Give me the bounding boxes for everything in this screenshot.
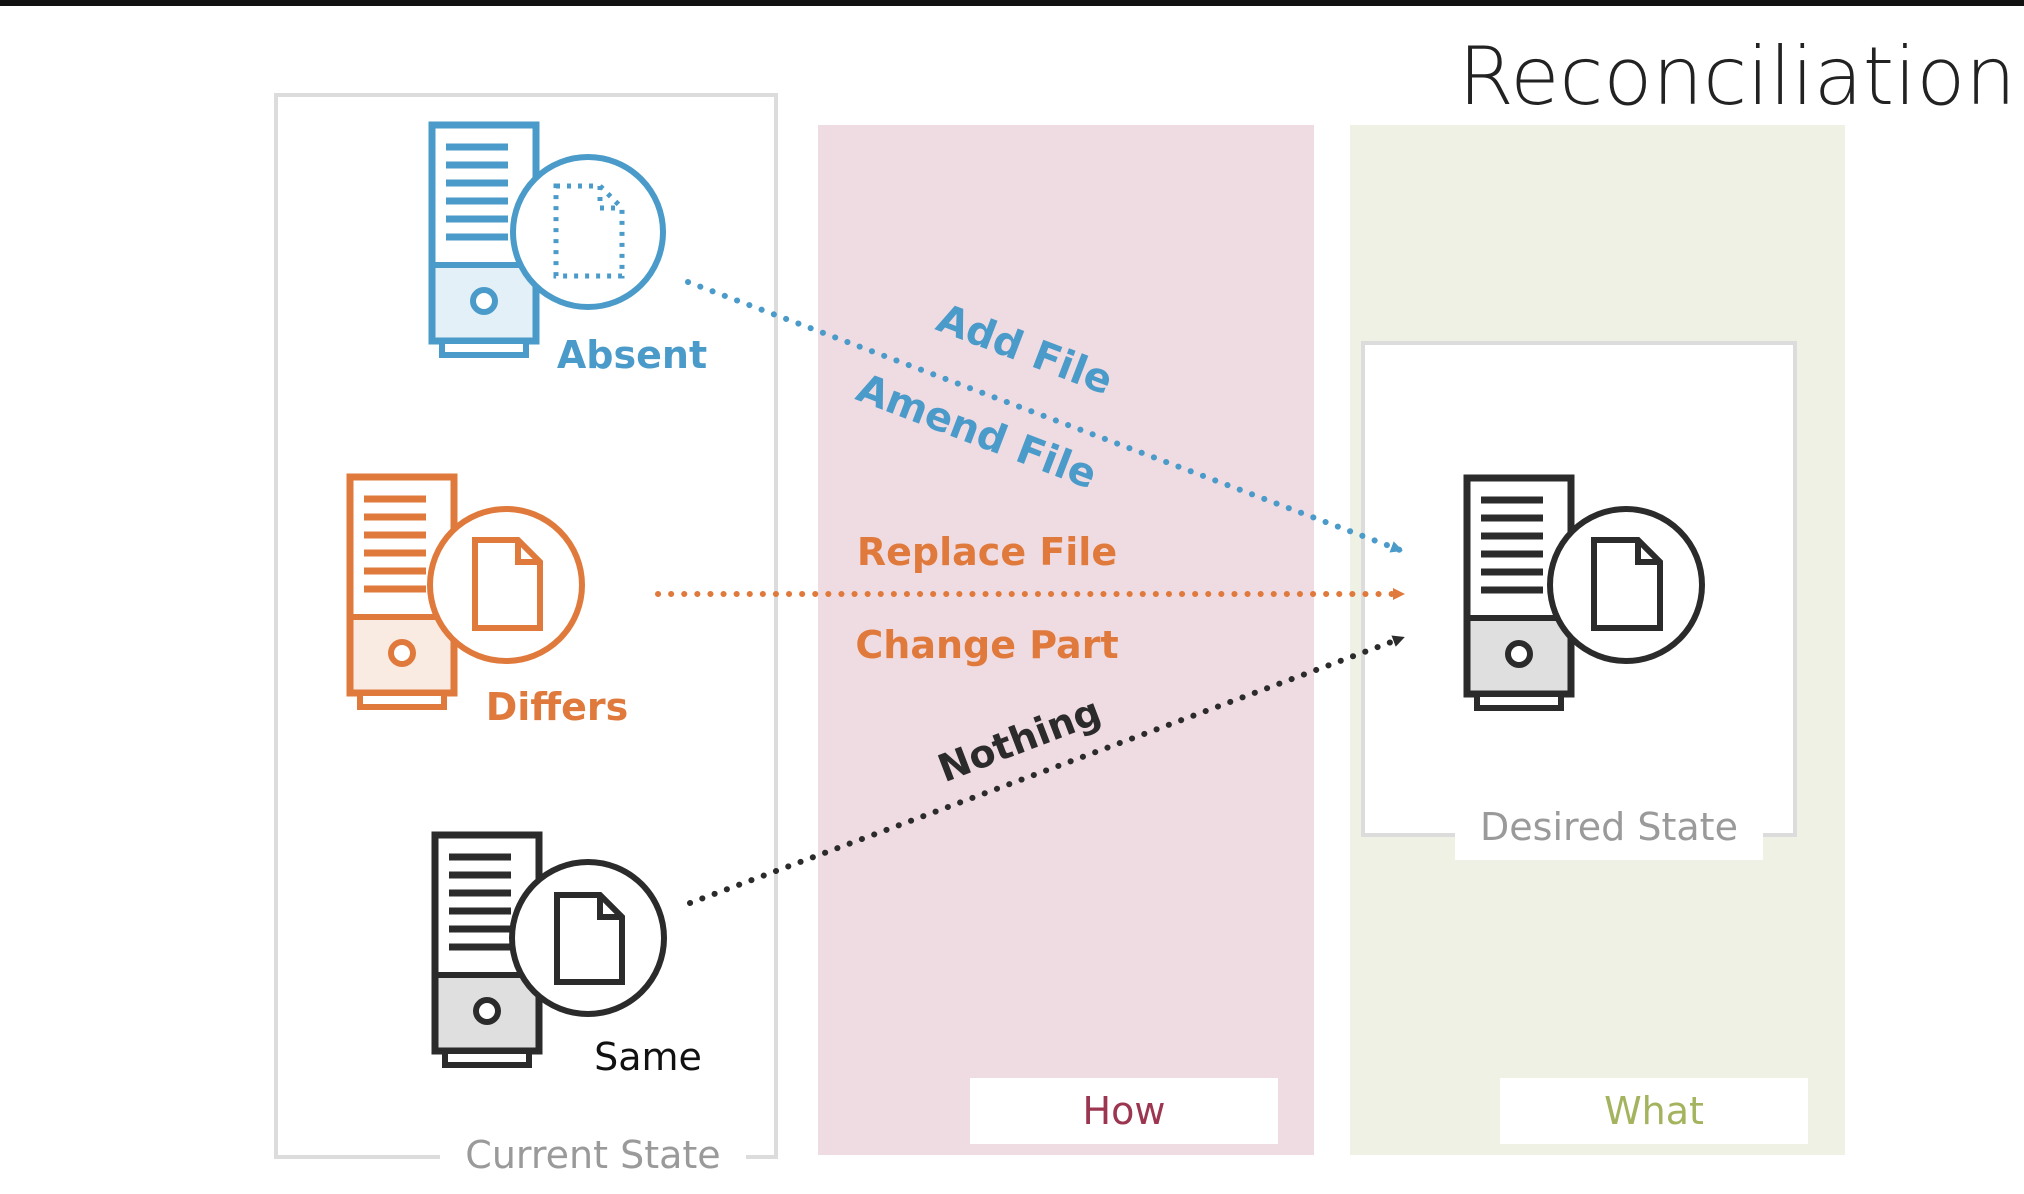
how-label: How <box>1083 1089 1166 1133</box>
how-column <box>818 125 1314 1155</box>
absent-file-icon <box>510 154 666 310</box>
absent-label: Absent <box>557 333 707 377</box>
same-to-desired-arrow <box>687 635 1405 906</box>
replace-file-label: Replace File <box>857 530 1117 574</box>
differs-label: Differs <box>486 685 628 729</box>
page-title: Reconciliation <box>1458 30 2016 123</box>
how-label-box <box>970 1078 1278 1144</box>
desired-file-icon <box>1547 506 1705 664</box>
current-state-label: Current State <box>465 1133 720 1177</box>
absent-to-desired-arrow <box>685 279 1403 553</box>
current-label-bg <box>440 1130 746 1180</box>
what-label: What <box>1604 1089 1704 1133</box>
same-file-icon <box>509 859 667 1017</box>
desired-label-bg <box>1455 800 1763 860</box>
what-label-box <box>1500 1078 1808 1144</box>
differs-file-icon <box>427 506 585 664</box>
desired-state-label: Desired State <box>1480 805 1738 849</box>
same-label: Same <box>594 1035 702 1079</box>
change-part-label: Change Part <box>855 623 1118 667</box>
top-bar <box>0 0 2024 6</box>
